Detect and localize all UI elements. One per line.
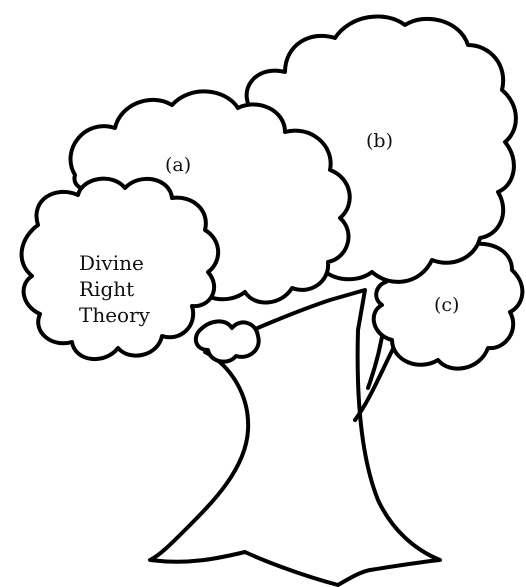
canopy-c-label: (c) [434, 294, 460, 316]
divine-label-line-1: Divine [79, 251, 144, 275]
divine-label-line-3: Theory [79, 303, 150, 327]
leaf-cluster [193, 319, 261, 364]
canopy-b-label: (b) [366, 130, 393, 152]
canopy-divine [19, 176, 221, 362]
divine-right-theory-label: Divine Right Theory [79, 250, 150, 328]
canopy-a-label: (a) [165, 154, 192, 176]
divine-label-line-2: Right [79, 277, 135, 301]
tree-trunk [148, 288, 442, 587]
